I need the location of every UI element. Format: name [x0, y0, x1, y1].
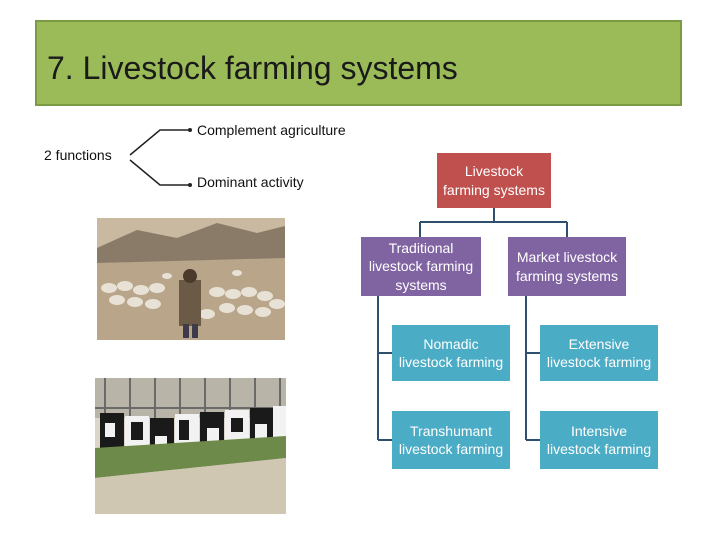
functions-label: 2 functions [44, 147, 112, 163]
slide-title: 7. Livestock farming systems [47, 50, 458, 86]
dairy-cows-photo [95, 378, 286, 514]
sheep-herd-photo [97, 218, 285, 340]
title-banner: 7. Livestock farming systems [35, 20, 682, 106]
box-extensive: Extensive livestock farming [540, 325, 658, 381]
box-market-systems: Market livestock farming systems [508, 237, 626, 296]
box-transhumant: Transhumant livestock farming [392, 411, 510, 469]
branch-complement-agriculture: Complement agriculture [197, 122, 346, 138]
box-intensive: Intensive livestock farming [540, 411, 658, 469]
box-traditional-systems: Traditional livestock farming systems [361, 237, 481, 296]
box-nomadic: Nomadic livestock farming [392, 325, 510, 381]
box-livestock-farming-systems: Livestock farming systems [437, 153, 551, 208]
branch-dominant-activity: Dominant activity [197, 174, 304, 190]
